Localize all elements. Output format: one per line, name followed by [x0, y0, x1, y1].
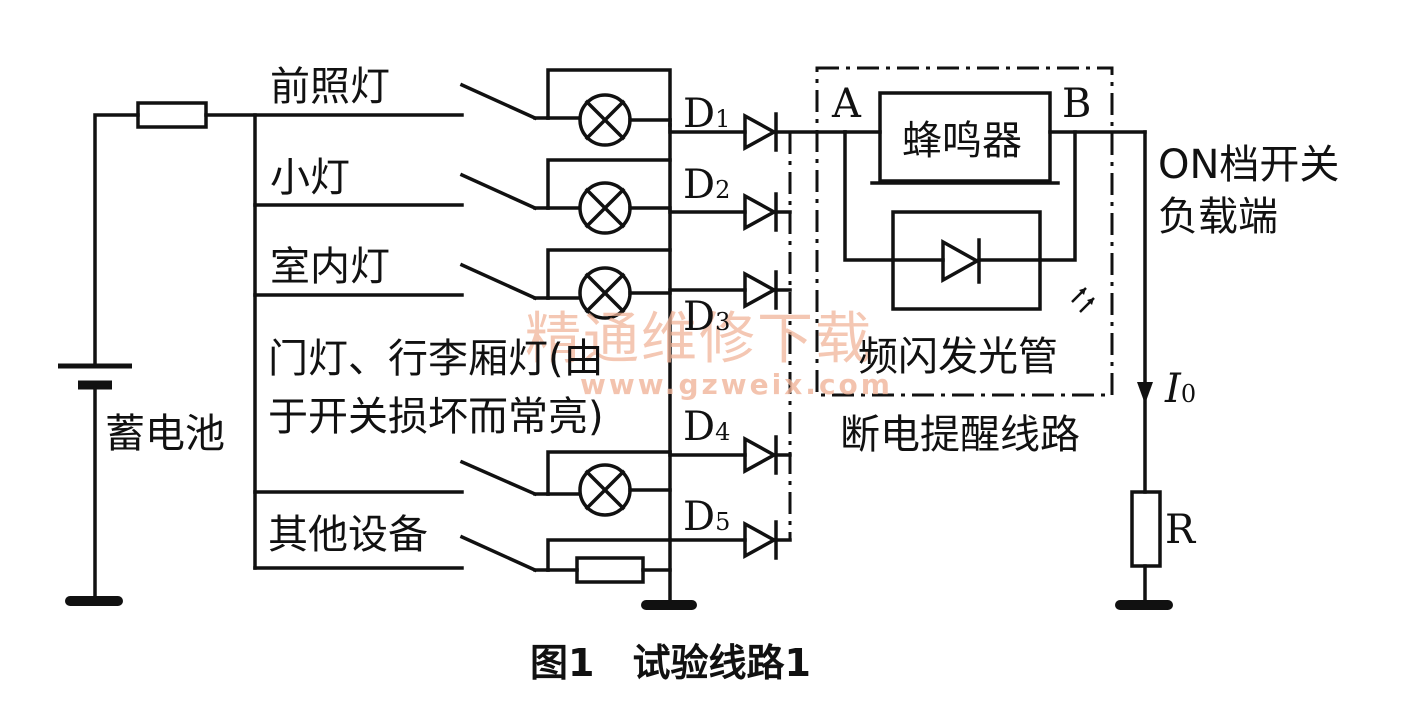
main-bus [253, 113, 464, 570]
label-on-switch-line2: 负载端 [1158, 194, 1278, 240]
alert-circuit-box [815, 66, 1114, 397]
label-on-switch-line1: ON档开关 [1158, 142, 1339, 188]
fuse [136, 101, 208, 129]
label-flash-led: 频闪发光管 [858, 334, 1058, 380]
buzzer [870, 91, 1060, 185]
switch-other-equipment [459, 534, 538, 573]
diode-d3 [743, 270, 778, 310]
diode-d2 [743, 192, 778, 232]
on-switch-load-branch [1115, 130, 1173, 610]
label-alert-circuit: 断电提醒线路 [840, 412, 1080, 458]
load-resistor-other [575, 556, 645, 584]
label-door-light-line1: 门灯、行李厢灯(由 [268, 336, 604, 382]
flash-led [891, 210, 1095, 313]
ground-symbol-battery [65, 596, 123, 606]
label-d3: D3 [683, 294, 730, 340]
switch-small-light [459, 172, 538, 211]
label-node-a: A [831, 81, 862, 127]
diode-d4 [743, 435, 778, 475]
watermark-line1: 精通维修下载 [525, 307, 873, 372]
resistor-r [1130, 490, 1162, 568]
figure-caption: 图1 试验线路1 [530, 641, 811, 685]
current-arrow [1137, 382, 1153, 404]
load-row-5 [546, 538, 747, 584]
label-other-equipment: 其他设备 [268, 512, 428, 558]
ground-symbol-lamps [641, 600, 697, 610]
label-small-light: 小灯 [270, 155, 350, 201]
label-battery: 蓄电池 [105, 411, 225, 457]
switch-headlight [459, 82, 538, 121]
switch-door-light [459, 459, 538, 497]
lamp-row-2 [546, 158, 747, 235]
label-door-light-line2: 于开关损坏而常亮) [268, 394, 604, 440]
ground-symbol-load [1115, 600, 1173, 610]
label-headlight: 前照灯 [270, 64, 390, 110]
battery-branch [58, 101, 464, 606]
diode-d5 [743, 520, 778, 560]
label-current-i0: I0 [1164, 366, 1196, 412]
diode-d1 [743, 112, 778, 152]
label-node-b: B [1062, 81, 1091, 127]
label-resistor-r: R [1165, 507, 1197, 553]
label-d5: D5 [683, 494, 730, 540]
label-d1: D1 [683, 91, 730, 137]
label-d4: D4 [683, 404, 730, 450]
label-buzzer: 蜂鸣器 [902, 118, 1022, 164]
switch-interior-light [459, 262, 538, 301]
lamp-row-4 [546, 450, 747, 517]
lamp-row-3 [546, 248, 747, 320]
watermark-line2: www.gzweix.com [580, 368, 893, 401]
label-d2: D2 [683, 162, 730, 208]
label-interior-light: 室内灯 [270, 244, 390, 290]
switches [459, 82, 550, 573]
